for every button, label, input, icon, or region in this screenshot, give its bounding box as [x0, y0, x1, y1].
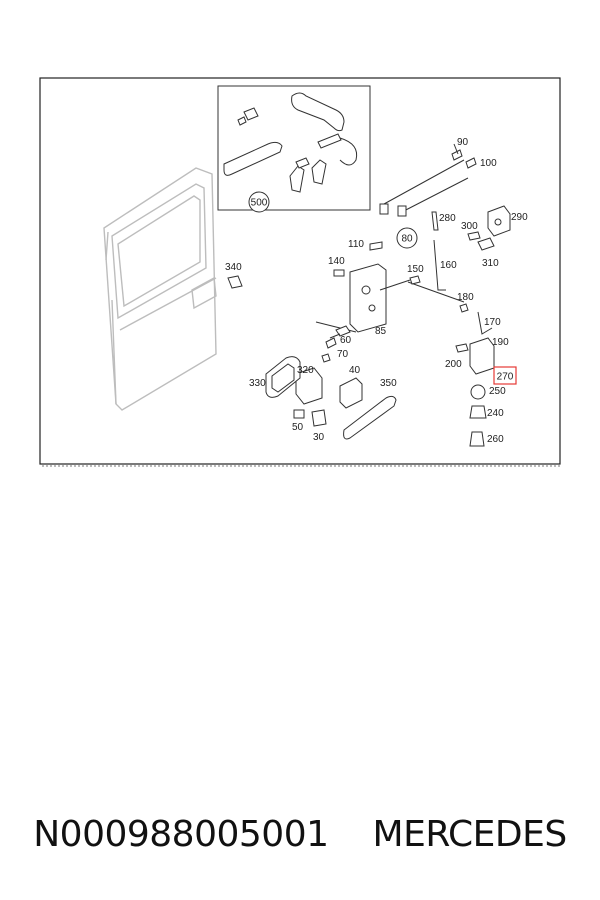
mechanism-drawing [227, 143, 511, 447]
callout-circle-80 [396, 227, 418, 249]
label-40: 40 [349, 365, 361, 376]
label-300: 300 [461, 221, 478, 232]
label-85: 85 [375, 326, 387, 337]
label-170: 170 [484, 317, 501, 328]
kit-parts-drawing [223, 92, 358, 193]
caption: N000988005001 MERCEDES [0, 806, 600, 862]
label-310: 310 [482, 258, 499, 269]
label-290: 290 [511, 212, 528, 223]
brand-name: MERCEDES [372, 813, 568, 855]
label-200: 200 [445, 359, 462, 370]
label-140: 140 [328, 256, 345, 267]
label-190: 190 [492, 337, 509, 348]
label-150: 150 [407, 264, 424, 275]
label-60: 60 [340, 335, 352, 346]
part-number: N000988005001 [33, 813, 329, 855]
label-260: 260 [487, 434, 504, 445]
label-320: 320 [297, 365, 314, 376]
label-500: 500 [251, 198, 268, 209]
label-30: 30 [313, 432, 325, 443]
label-100: 100 [480, 158, 497, 169]
label-240: 240 [487, 408, 504, 419]
label-160: 160 [440, 260, 457, 271]
door-outline [103, 167, 217, 411]
label-180: 180 [457, 292, 474, 303]
highlight-box-270 [493, 366, 517, 385]
label-50: 50 [292, 422, 304, 433]
label-90: 90 [457, 137, 469, 148]
callout-circle-500 [248, 191, 270, 213]
label-280: 280 [439, 213, 456, 224]
label-350: 350 [380, 378, 397, 389]
label-270: 270 [497, 372, 514, 383]
label-110: 110 [348, 239, 364, 250]
label-250: 250 [489, 386, 506, 397]
label-340: 340 [225, 262, 242, 273]
label-80: 80 [401, 234, 413, 245]
label-330: 330 [249, 378, 266, 389]
label-70: 70 [337, 349, 349, 360]
